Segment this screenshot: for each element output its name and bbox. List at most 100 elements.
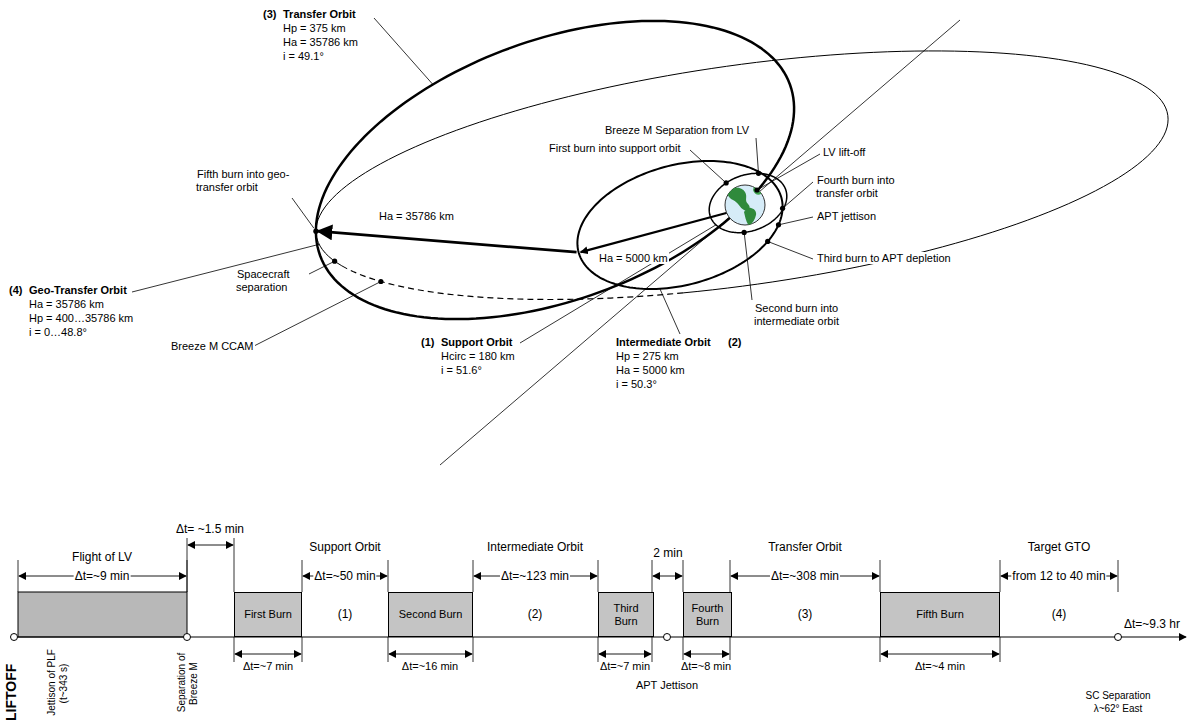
event-label: APT jettison bbox=[816, 210, 877, 222]
label-box: Δt=~308 min bbox=[770, 569, 840, 583]
label-box: Ha = 35786 km bbox=[282, 36, 359, 49]
leader-line bbox=[756, 138, 759, 173]
label-box: Hp = 375 km bbox=[282, 22, 347, 35]
label-box: (1) bbox=[337, 607, 354, 621]
label-box: Breeze M CCAM bbox=[170, 340, 255, 353]
burn-box: Fourth Burn bbox=[683, 592, 732, 637]
label-box: Intermediate Orbit bbox=[615, 336, 712, 349]
leader-line bbox=[374, 18, 433, 84]
event-label: Breeze M CCAM bbox=[170, 340, 255, 352]
label-box: Flight of LV bbox=[71, 550, 133, 564]
timeline bbox=[11, 538, 1187, 662]
duration-label: Δt=~9.3 hr bbox=[1123, 617, 1181, 631]
continent bbox=[744, 208, 756, 226]
dimension-tick bbox=[388, 637, 389, 662]
leader-line bbox=[768, 241, 813, 259]
label-box: from 12 to 40 min bbox=[1011, 569, 1106, 583]
phase-title: Transfer Orbit bbox=[767, 540, 843, 554]
duration-label: Δt=~7 min bbox=[242, 660, 294, 672]
dimension-tick bbox=[1118, 560, 1119, 592]
event-label: Second burn into intermediate orbit bbox=[754, 302, 840, 327]
liftoff-label: LIFTOFF bbox=[3, 663, 19, 722]
leader-line bbox=[309, 261, 335, 274]
event-label: Spacecraft separation bbox=[236, 268, 290, 293]
transfer-orbit bbox=[316, 21, 794, 319]
label-box: Third burn to APT depletion bbox=[816, 252, 952, 265]
label-box: Spacecraft separation bbox=[236, 268, 308, 294]
label-box: Hcirc = 180 km bbox=[440, 350, 516, 363]
continent bbox=[753, 186, 762, 195]
event-dot bbox=[378, 279, 383, 284]
apogee-label: Ha = 35786 km bbox=[378, 210, 455, 222]
orbit-param: Hp = 375 km bbox=[282, 22, 347, 34]
label-box: (3) bbox=[797, 607, 814, 621]
burn-name: Second Burn bbox=[399, 608, 463, 621]
label-box: Δt=~8 min bbox=[680, 660, 732, 673]
phase-title: Flight of LV bbox=[71, 550, 133, 564]
event-dot bbox=[754, 187, 759, 192]
phase-number: (4) bbox=[1051, 607, 1068, 621]
event-marker bbox=[11, 634, 18, 641]
orbit-param: Hp = 400…35786 km bbox=[28, 312, 134, 324]
label-box: APT Jettison bbox=[635, 679, 699, 692]
label-box: Ha = 35786 km bbox=[28, 298, 105, 311]
burn-box: Second Burn bbox=[388, 592, 473, 637]
dimension-tick bbox=[1000, 637, 1001, 662]
label-box: i = 0…48.8° bbox=[28, 326, 88, 339]
duration-label: Δt=~308 min bbox=[770, 569, 840, 583]
label-box: Δt=~50 min bbox=[313, 569, 376, 583]
orbit-param: Ha = 35786 km bbox=[282, 36, 359, 48]
gto-orbit-hidden bbox=[347, 269, 683, 300]
apogee-label: Ha = 5000 km bbox=[598, 252, 669, 264]
label-box: First burn into support orbit bbox=[548, 142, 681, 155]
duration-label: Δt= ~1.5 min bbox=[175, 522, 245, 536]
label-box: i = 49.1° bbox=[282, 50, 325, 63]
dimension-tick bbox=[388, 560, 389, 592]
burn-name: Fourth Burn bbox=[686, 602, 729, 628]
burn-name: First Burn bbox=[244, 608, 292, 621]
event-dot bbox=[313, 229, 318, 234]
event-marker bbox=[664, 634, 671, 641]
label-box: Δt=~7 min bbox=[242, 660, 294, 673]
callout-number: (3) bbox=[262, 8, 277, 20]
duration-label: Δt=~50 min bbox=[313, 569, 376, 583]
label-box: Δt=~16 min bbox=[401, 660, 459, 673]
dimension-line bbox=[881, 654, 999, 655]
event-label: LV lift-off bbox=[822, 146, 866, 158]
label-box: 2 min bbox=[652, 546, 683, 560]
orbit-param: Hp = 275 km bbox=[615, 350, 680, 362]
label-box: (2) bbox=[727, 336, 742, 349]
duration-label: Δt=~7 min bbox=[599, 660, 651, 672]
orbit-title: Support Orbit bbox=[440, 336, 514, 348]
event-label: Jettison of PLF (t~343 s) bbox=[46, 649, 69, 717]
leader-line bbox=[520, 225, 716, 343]
reference-line bbox=[440, 20, 960, 465]
label-box: Support Orbit bbox=[440, 336, 514, 349]
event-dot bbox=[780, 206, 785, 211]
dimension-tick bbox=[652, 637, 653, 662]
label-box: Support Orbit bbox=[308, 540, 381, 554]
callout-number: (2) bbox=[727, 336, 742, 348]
burn-name: Third Burn bbox=[601, 602, 651, 628]
label-box: (1) bbox=[420, 336, 435, 349]
label-box: LIFTOFF bbox=[3, 663, 19, 722]
label-box: Geo-Transfer Orbit bbox=[28, 284, 128, 297]
dimension-tick bbox=[302, 560, 303, 592]
label-box: Δt=~9 min bbox=[74, 569, 131, 583]
duration-label: 2 min bbox=[652, 546, 683, 560]
label-box: i = 51.6° bbox=[440, 364, 483, 377]
dimension-line bbox=[653, 576, 682, 577]
event-label: SC Separation bbox=[1084, 690, 1151, 701]
dimension-tick bbox=[683, 637, 684, 662]
support-orbit bbox=[709, 173, 787, 232]
burn-box: Fifth Burn bbox=[880, 592, 1000, 637]
orbit-title: Geo-Transfer Orbit bbox=[28, 284, 128, 296]
leader-line bbox=[778, 217, 813, 225]
label-box: Separation of Breeze M bbox=[176, 642, 200, 724]
dimension-tick bbox=[234, 538, 235, 592]
intermediate-orbit bbox=[577, 161, 782, 289]
burn-box: First Burn bbox=[234, 592, 302, 637]
event-label: First burn into support orbit bbox=[548, 142, 681, 154]
orbit-param: Ha = 5000 km bbox=[615, 364, 686, 376]
